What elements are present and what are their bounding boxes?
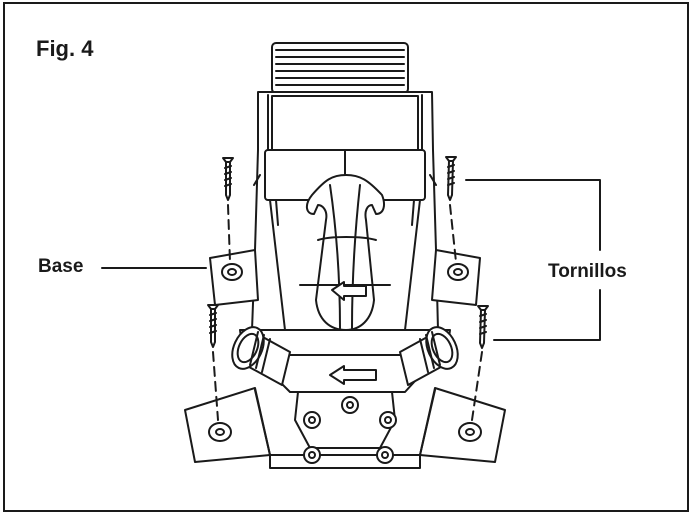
screw-bottom-left bbox=[207, 304, 219, 421]
callout-screws-bracket bbox=[465, 179, 601, 341]
screw-bottom-right bbox=[471, 305, 489, 421]
callout-base-label: Base bbox=[38, 256, 84, 277]
pump-scoop bbox=[299, 174, 391, 331]
right-outlet-port bbox=[399, 326, 459, 386]
motor-cover bbox=[294, 391, 397, 464]
screw-top-right bbox=[445, 156, 457, 263]
left-inlet-port bbox=[231, 326, 291, 386]
screw-top-left bbox=[222, 157, 234, 263]
pump-base bbox=[184, 249, 506, 469]
callout-screws-label: Tornillos bbox=[548, 261, 627, 282]
pump-handle bbox=[271, 42, 409, 94]
figure-label: Fig. 4 bbox=[36, 36, 94, 61]
